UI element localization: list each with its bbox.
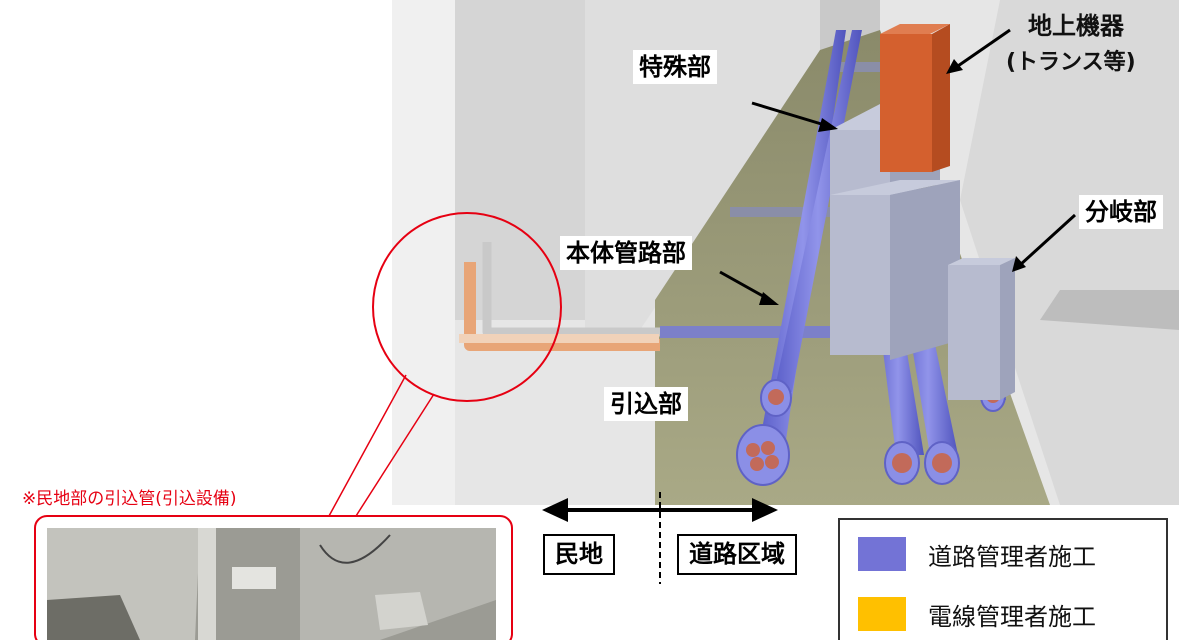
lead-in-photo <box>47 528 496 640</box>
legend-item-road-manager: 道路管理者施工 <box>858 534 1096 574</box>
legend-swatch-road <box>858 537 906 571</box>
legend: 道路管理者施工 電線管理者施工 <box>838 518 1168 640</box>
road-area-label: 道路区域 <box>677 534 797 575</box>
lead-in-label: 引込部 <box>604 387 688 421</box>
ground-equipment-sublabel: (トランス等) <box>1006 50 1136 75</box>
legend-label: 電線管理者施工 <box>928 602 1096 631</box>
private-land-label: 民地 <box>543 534 615 575</box>
special-section-label: 特殊部 <box>633 50 717 84</box>
legend-item-line-manager: 電線管理者施工 <box>858 594 1096 634</box>
ground-transformer <box>880 24 950 172</box>
legend-label: 道路管理者施工 <box>928 542 1096 571</box>
private-lead-note: ※民地部の引込管(引込設備) <box>22 489 237 509</box>
ground-equipment-label: 地上機器 <box>1028 12 1124 40</box>
legend-swatch-line <box>858 597 906 631</box>
callout <box>34 212 562 640</box>
pointer-arrows <box>719 28 1077 305</box>
boundary-indicator <box>542 492 778 584</box>
branch-section-label: 分岐部 <box>1079 195 1163 229</box>
private-lead-in-pipes <box>459 242 660 351</box>
main-conduit-label: 本体管路部 <box>560 236 692 270</box>
branch-section-box <box>948 258 1015 400</box>
